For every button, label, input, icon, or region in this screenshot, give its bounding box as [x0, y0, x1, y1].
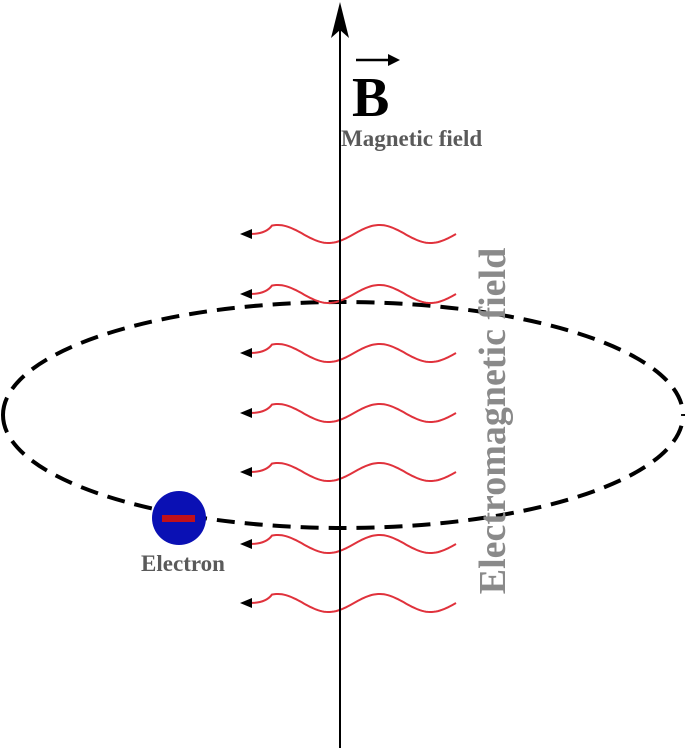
vector-symbol: B [352, 67, 389, 129]
electron-minus-sign [162, 515, 195, 522]
electron [152, 491, 206, 545]
wave-arrowhead-1 [240, 229, 252, 239]
wave-arrowhead-4 [240, 408, 252, 418]
wave-line-2 [249, 284, 457, 304]
orbit-front-arc [1, 414, 685, 530]
wave-line-6 [249, 534, 457, 554]
orbit-back-arc [1, 300, 685, 416]
axis-arrowhead [331, 2, 349, 38]
wave-arrowhead-5 [240, 467, 252, 477]
vector-b-symbol: B [352, 54, 400, 129]
wave-line-4 [249, 403, 457, 423]
wave-line-5 [249, 462, 457, 482]
wave-line-3 [249, 343, 457, 363]
electron-label: Electron [141, 551, 225, 576]
wave-line-7 [249, 593, 457, 613]
wave-arrowhead-6 [240, 539, 252, 549]
wave-arrowhead-7 [240, 598, 252, 608]
wave-arrowhead-2 [240, 289, 252, 299]
wave-line-1 [249, 224, 457, 244]
wave-arrowhead-3 [240, 348, 252, 358]
magnetic-field-label: Magnetic field [341, 126, 482, 151]
vector-arrow-head [388, 54, 400, 66]
electromagnetic-field-label: Electromagnetic field [472, 248, 514, 594]
electromagnetic-waves [240, 224, 457, 613]
